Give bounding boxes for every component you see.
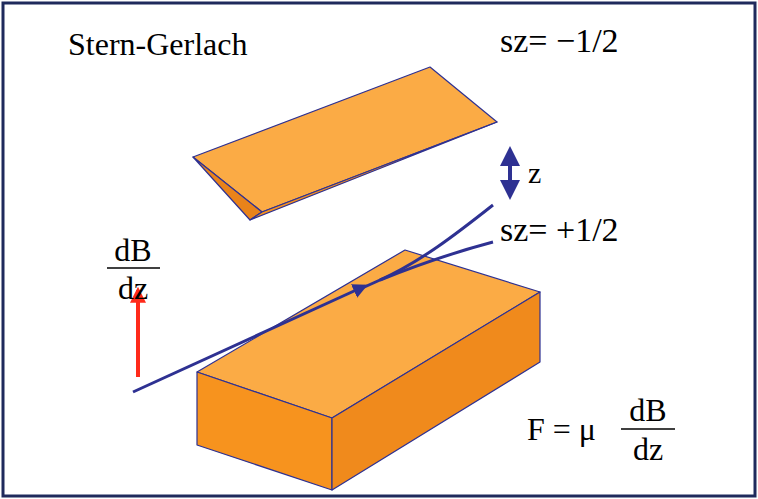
diagram-title: Stern-Gerlach: [68, 28, 247, 60]
atom-beam: [133, 205, 493, 392]
fraction-denominator: dz: [118, 272, 148, 304]
z-axis-arrow: [508, 150, 512, 196]
frame: [3, 3, 755, 496]
fraction-numerator: dB: [629, 394, 666, 426]
force-equation: F = μ: [527, 413, 596, 445]
spin-state-label: sz= −1/2: [500, 24, 619, 58]
spin-state-label: sz= +1/2: [500, 213, 619, 247]
fraction-denominator: dz: [633, 433, 663, 465]
fraction-bar: [621, 428, 675, 430]
upper-magnet: [193, 67, 497, 220]
fraction-numerator: dB: [114, 234, 151, 266]
axis-label: z: [528, 158, 541, 188]
fraction-bar: [107, 267, 160, 269]
